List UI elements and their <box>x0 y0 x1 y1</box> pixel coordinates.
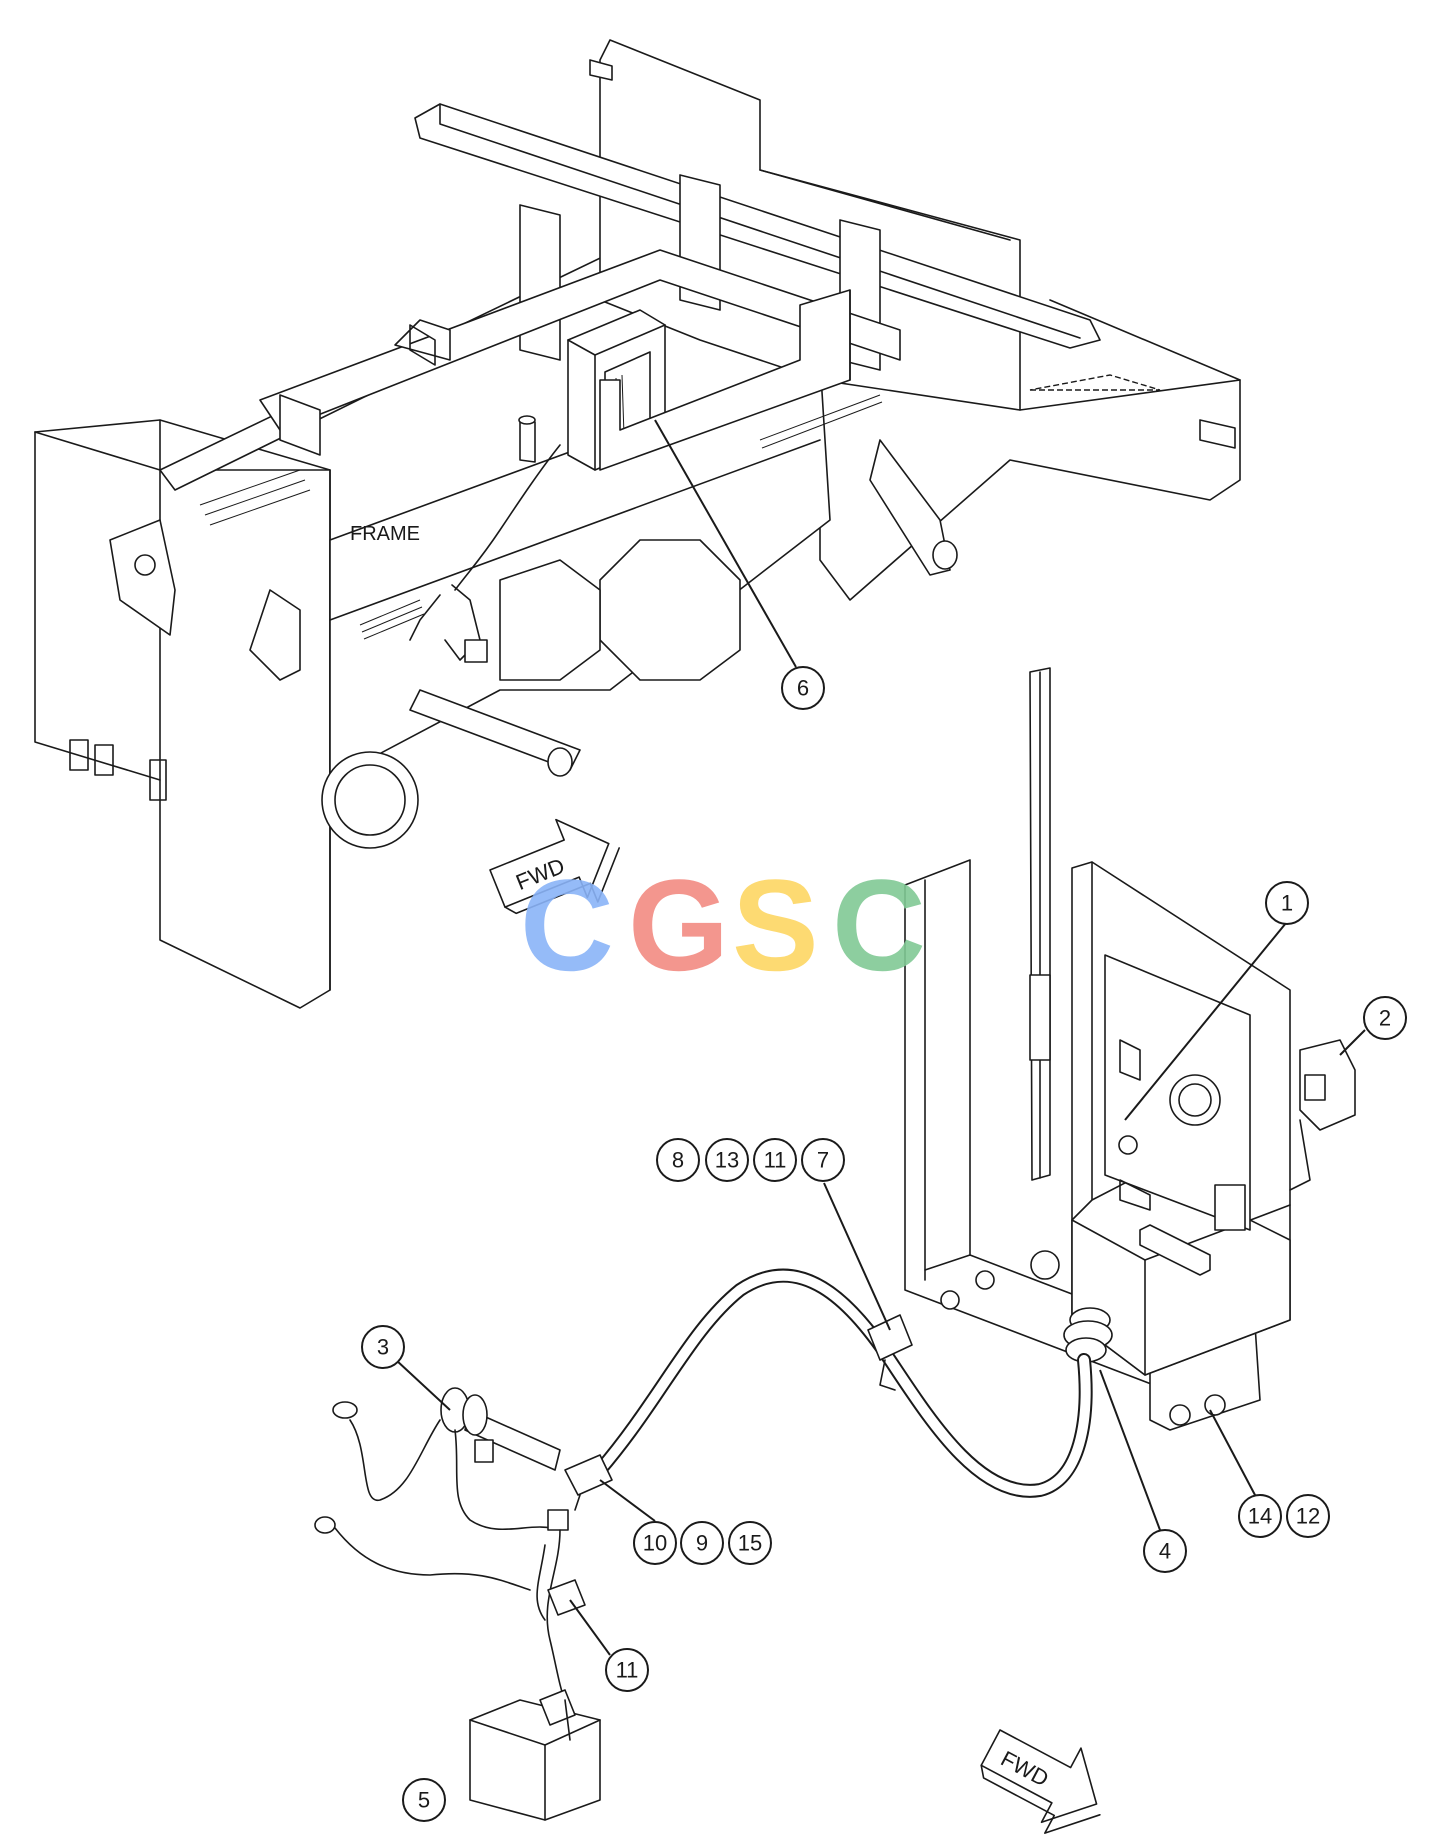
callout-4-number: 4 <box>1159 1539 1171 1564</box>
callout-8-number: 8 <box>672 1148 684 1173</box>
watermark-letter-c1: C <box>520 852 614 998</box>
callout-6: 6 <box>781 666 825 710</box>
callout-6-number: 6 <box>797 676 809 701</box>
callout-15: 15 <box>728 1521 772 1565</box>
frame-label: FRAME <box>350 523 420 545</box>
callout-11-upper-number: 11 <box>764 1148 787 1173</box>
callout-11-lower-number: 11 <box>616 1658 639 1683</box>
callout-11-lower: 11 <box>605 1648 649 1692</box>
callout-1: 1 <box>1265 881 1309 925</box>
callout-7: 7 <box>801 1138 845 1182</box>
callout-1-number: 1 <box>1281 891 1293 916</box>
callout-3: 3 <box>361 1325 405 1369</box>
cgsc-watermark: C G S C <box>520 852 926 998</box>
callout-2-number: 2 <box>1379 1006 1391 1031</box>
frame-assembly <box>34 39 1241 1009</box>
watermark-letter-s: S <box>732 852 819 998</box>
wiring-harness <box>314 1268 1093 1821</box>
callout-13-number: 13 <box>715 1148 739 1173</box>
callout-9: 9 <box>680 1521 724 1565</box>
mounted-control-box <box>409 289 851 663</box>
watermark-letter-c2: C <box>832 852 926 998</box>
callout-15-number: 15 <box>738 1531 762 1556</box>
callout-13: 13 <box>705 1138 749 1182</box>
callout-5-number: 5 <box>418 1788 430 1813</box>
leader-lines <box>395 419 1366 1656</box>
callout-14: 14 <box>1238 1494 1282 1538</box>
callout-12: 12 <box>1286 1494 1330 1538</box>
callout-2: 2 <box>1363 996 1407 1040</box>
callout-4: 4 <box>1143 1529 1187 1573</box>
callout-11-upper: 11 <box>753 1138 797 1182</box>
callout-10: 10 <box>633 1521 677 1565</box>
callout-5: 5 <box>402 1778 446 1822</box>
callout-14-number: 14 <box>1248 1504 1272 1529</box>
electrical-box-assembly <box>904 667 1356 1431</box>
watermark-letter-g: G <box>628 852 729 998</box>
callout-12-number: 12 <box>1296 1504 1320 1529</box>
callout-3-number: 3 <box>377 1335 389 1360</box>
fwd-arrow-bottom: FWD <box>980 1729 1101 1834</box>
callout-10-number: 10 <box>643 1531 667 1556</box>
callout-8: 8 <box>656 1138 700 1182</box>
callout-9-number: 9 <box>696 1531 708 1556</box>
callout-7-number: 7 <box>817 1148 829 1173</box>
